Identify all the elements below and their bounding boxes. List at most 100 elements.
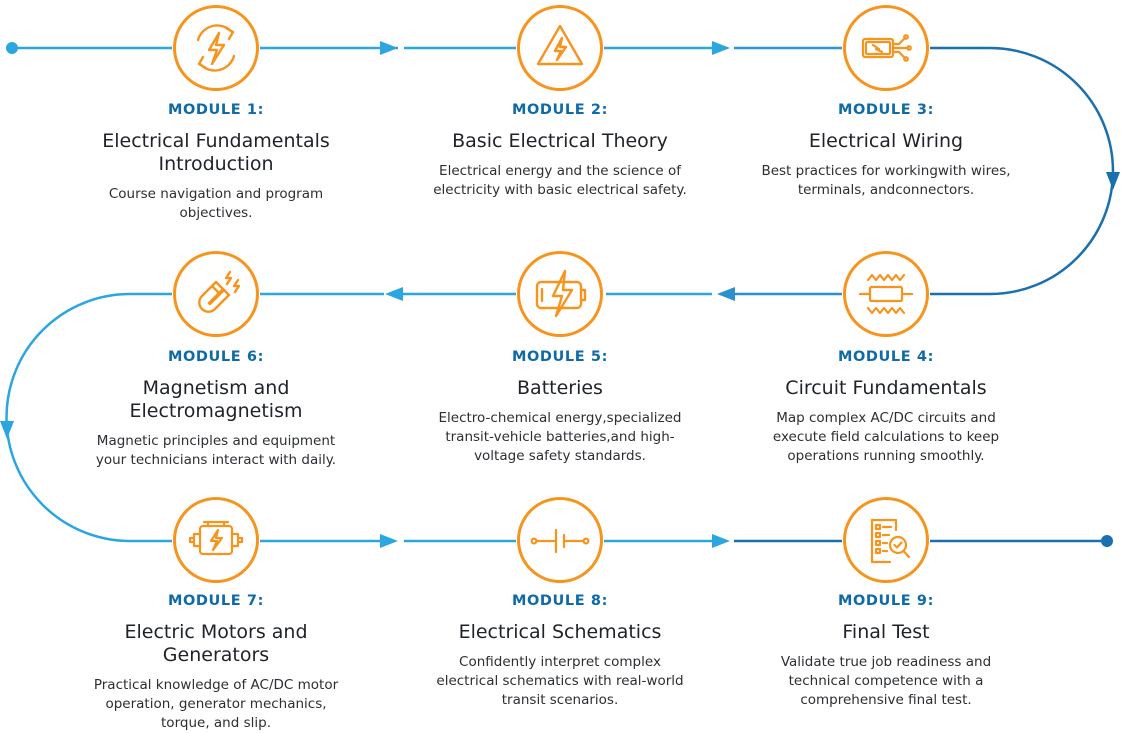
checklist-icon	[870, 518, 911, 564]
arrow-head	[712, 534, 730, 548]
module-2-title: Basic Electrical Theory	[400, 130, 720, 153]
title-line: Generators	[162, 644, 270, 666]
module-6-label: MODULE 6:	[167, 349, 265, 365]
module-8: MODULE 8: Electrical Schematics Confiden…	[400, 592, 720, 710]
module-4-icon-circle	[843, 251, 929, 337]
desc-line: operation, generator mechanics,	[105, 696, 327, 712]
warning-bolt-icon	[536, 24, 584, 66]
module-7-icon-circle	[173, 497, 259, 583]
electric-cycle-icon	[196, 24, 236, 72]
module-2-icon-circle	[517, 5, 603, 91]
motor-icon	[188, 520, 244, 556]
track-start-dot	[6, 42, 18, 54]
module-2-label: MODULE 2:	[511, 102, 609, 118]
module-6-description: Magnetic principles and equipment your t…	[56, 432, 376, 470]
module-4: MODULE 4: Circuit Fundamentals Map compl…	[726, 348, 1046, 466]
module-9-description: Validate true job readiness and technica…	[726, 653, 1046, 710]
module-3-icon-circle	[843, 5, 929, 91]
module-7: MODULE 7: Electric Motors and Generators…	[56, 592, 376, 733]
desc-line: Magnetic principles and equipment	[96, 433, 336, 449]
title-line: Electric Motors and	[124, 621, 308, 643]
title-line: Magnetism and	[142, 377, 290, 399]
desc-line: Electro-chemical energy,specialized	[438, 410, 682, 426]
arrow-head	[380, 41, 398, 55]
module-3-label: MODULE 3:	[837, 102, 935, 118]
module-4-description: Map complex AC/DC circuits and execute f…	[726, 409, 1046, 466]
track-curve-right	[930, 46, 1115, 296]
schematic-battery-icon	[530, 528, 590, 554]
wire-connector-icon	[861, 34, 912, 62]
module-5-description: Electro-chemical energy,specialized tran…	[400, 409, 720, 466]
title-line: Introduction	[158, 153, 274, 175]
module-9-icon-circle	[843, 497, 929, 583]
module-9-title: Final Test	[726, 621, 1046, 644]
module-6-icon-circle	[173, 251, 259, 337]
desc-line: Validate true job readiness and	[780, 654, 992, 670]
track-curve-left	[5, 292, 172, 543]
module-8-label: MODULE 8:	[511, 593, 609, 609]
title-line: Electrical Fundamentals	[102, 130, 330, 152]
desc-line: Course navigation and program	[108, 186, 324, 202]
module-3: MODULE 3: Electrical Wiring Best practic…	[726, 101, 1046, 200]
module-1: MODULE 1: Electrical Fundamentals Introd…	[56, 101, 376, 223]
module-5-title: Batteries	[400, 377, 720, 400]
module-8-description: Confidently interpret complex electrical…	[400, 653, 720, 710]
desc-line: technical competence with a	[788, 673, 984, 689]
title-line: Basic Electrical Theory	[452, 130, 668, 152]
title-line: Batteries	[517, 377, 603, 399]
title-line: Electromagnetism	[129, 400, 303, 422]
track-end-dot	[1101, 535, 1113, 547]
module-7-label: MODULE 7:	[167, 593, 265, 609]
desc-line: Practical knowledge of AC/DC motor	[93, 677, 339, 693]
module-1-label: MODULE 1:	[167, 102, 265, 118]
arrow-head	[0, 421, 14, 439]
magnet-icon	[198, 270, 241, 313]
module-2: MODULE 2: Basic Electrical Theory Electr…	[400, 101, 720, 200]
module-2-description: Electrical energy and the science of ele…	[400, 162, 720, 200]
desc-line: objectives.	[179, 205, 253, 221]
module-6-title: Magnetism and Electromagnetism	[56, 377, 376, 423]
title-line: Electrical Wiring	[808, 130, 964, 152]
module-7-description: Practical knowledge of AC/DC motor opera…	[56, 676, 376, 733]
desc-line: transit-vehicle batteries,and high-	[445, 429, 675, 445]
arrow-head	[712, 41, 730, 55]
resistor-icon	[858, 273, 914, 315]
desc-line: terminals, andconnectors.	[797, 182, 975, 198]
module-5-label: MODULE 5:	[511, 349, 609, 365]
module-1-description: Course navigation and program objectives…	[56, 185, 376, 223]
module-7-title: Electric Motors and Generators	[56, 621, 376, 667]
desc-line: Electrical energy and the science of	[439, 163, 681, 179]
module-8-title: Electrical Schematics	[400, 621, 720, 644]
desc-line: your technicians interact with daily.	[95, 452, 337, 468]
module-1-title: Electrical Fundamentals Introduction	[56, 130, 376, 176]
desc-line: Best practices for workingwith wires,	[761, 163, 1011, 179]
desc-line: electrical schematics with real-world	[436, 673, 684, 689]
desc-line: Map complex AC/DC circuits and	[776, 410, 996, 426]
module-5-icon-circle	[517, 251, 603, 337]
module-4-title: Circuit Fundamentals	[726, 377, 1046, 400]
desc-line: Confidently interpret complex	[459, 654, 661, 670]
desc-line: comprehensive final test.	[800, 692, 972, 708]
arrow-head	[385, 287, 403, 301]
module-9-label: MODULE 9:	[837, 593, 935, 609]
arrow-head	[1106, 172, 1120, 190]
module-6: MODULE 6: Magnetism and Electromagnetism…	[56, 348, 376, 470]
title-line: Electrical Schematics	[458, 621, 662, 643]
title-line: Circuit Fundamentals	[785, 377, 987, 399]
battery-icon	[535, 269, 587, 318]
module-4-label: MODULE 4:	[837, 349, 935, 365]
module-3-description: Best practices for workingwith wires, te…	[726, 162, 1046, 200]
arrow-head	[380, 534, 398, 548]
desc-line: electricity with basic electrical safety…	[433, 182, 687, 198]
module-1-icon-circle	[173, 5, 259, 91]
title-line: Final Test	[842, 621, 930, 643]
desc-line: operations running smoothly.	[787, 448, 985, 464]
desc-line: transit scenarios.	[501, 692, 619, 708]
desc-line: voltage safety standards.	[474, 448, 646, 464]
module-8-icon-circle	[517, 497, 603, 583]
desc-line: execute field calculations to keep	[772, 429, 1000, 445]
module-5: MODULE 5: Batteries Electro-chemical ene…	[400, 348, 720, 466]
module-9: MODULE 9: Final Test Validate true job r…	[726, 592, 1046, 710]
module-3-title: Electrical Wiring	[726, 130, 1046, 153]
desc-line: torque, and slip.	[161, 715, 271, 731]
